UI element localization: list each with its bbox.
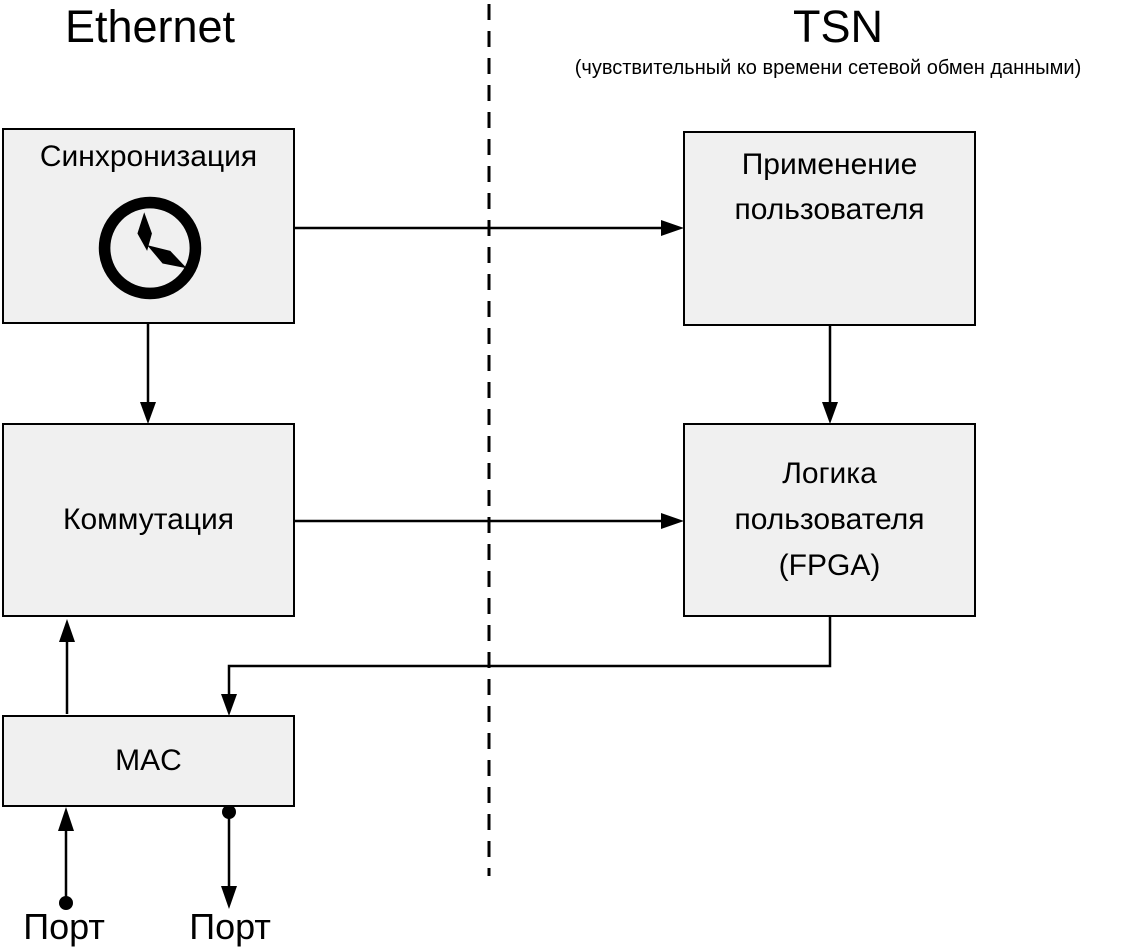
node-mac: MAC: [2, 715, 295, 807]
ethernet-section-title: Ethernet: [64, 1, 236, 52]
arrow-sync-to-user-app: [295, 220, 684, 236]
node-sync: Синхронизация: [2, 128, 295, 324]
node-switching: Коммутация: [2, 423, 295, 617]
arrow-port-in-to-mac: [58, 807, 74, 910]
arrow-mac-to-switching: [59, 619, 75, 714]
user-logic-label: Логика пользователя (FPGA): [734, 457, 925, 582]
switching-label: Коммутация: [62, 503, 235, 536]
arrow-switching-to-user-logic: [295, 513, 684, 529]
sync-label: Синхронизация: [39, 140, 258, 173]
arrow-user-app-to-user-logic: [822, 326, 838, 424]
user-app-label: Применение пользователя: [734, 148, 925, 226]
tsn-section-title: TSN: [793, 1, 883, 52]
node-user-app: Применение пользователя: [683, 131, 976, 326]
tsn-section-subtitle: (чувствительный ко времени сетевой обмен…: [574, 57, 1082, 79]
arrow-mac-to-port-out: [221, 805, 237, 909]
port-label-left: Порт: [23, 906, 105, 947]
arrow-sync-to-switching: [140, 324, 156, 424]
mac-label: MAC: [115, 744, 182, 777]
port-label-right: Порт: [189, 906, 271, 947]
arrow-user-logic-to-mac: [221, 617, 832, 716]
node-user-logic: Логика пользователя (FPGA): [683, 423, 976, 617]
clock-icon: [98, 196, 202, 300]
